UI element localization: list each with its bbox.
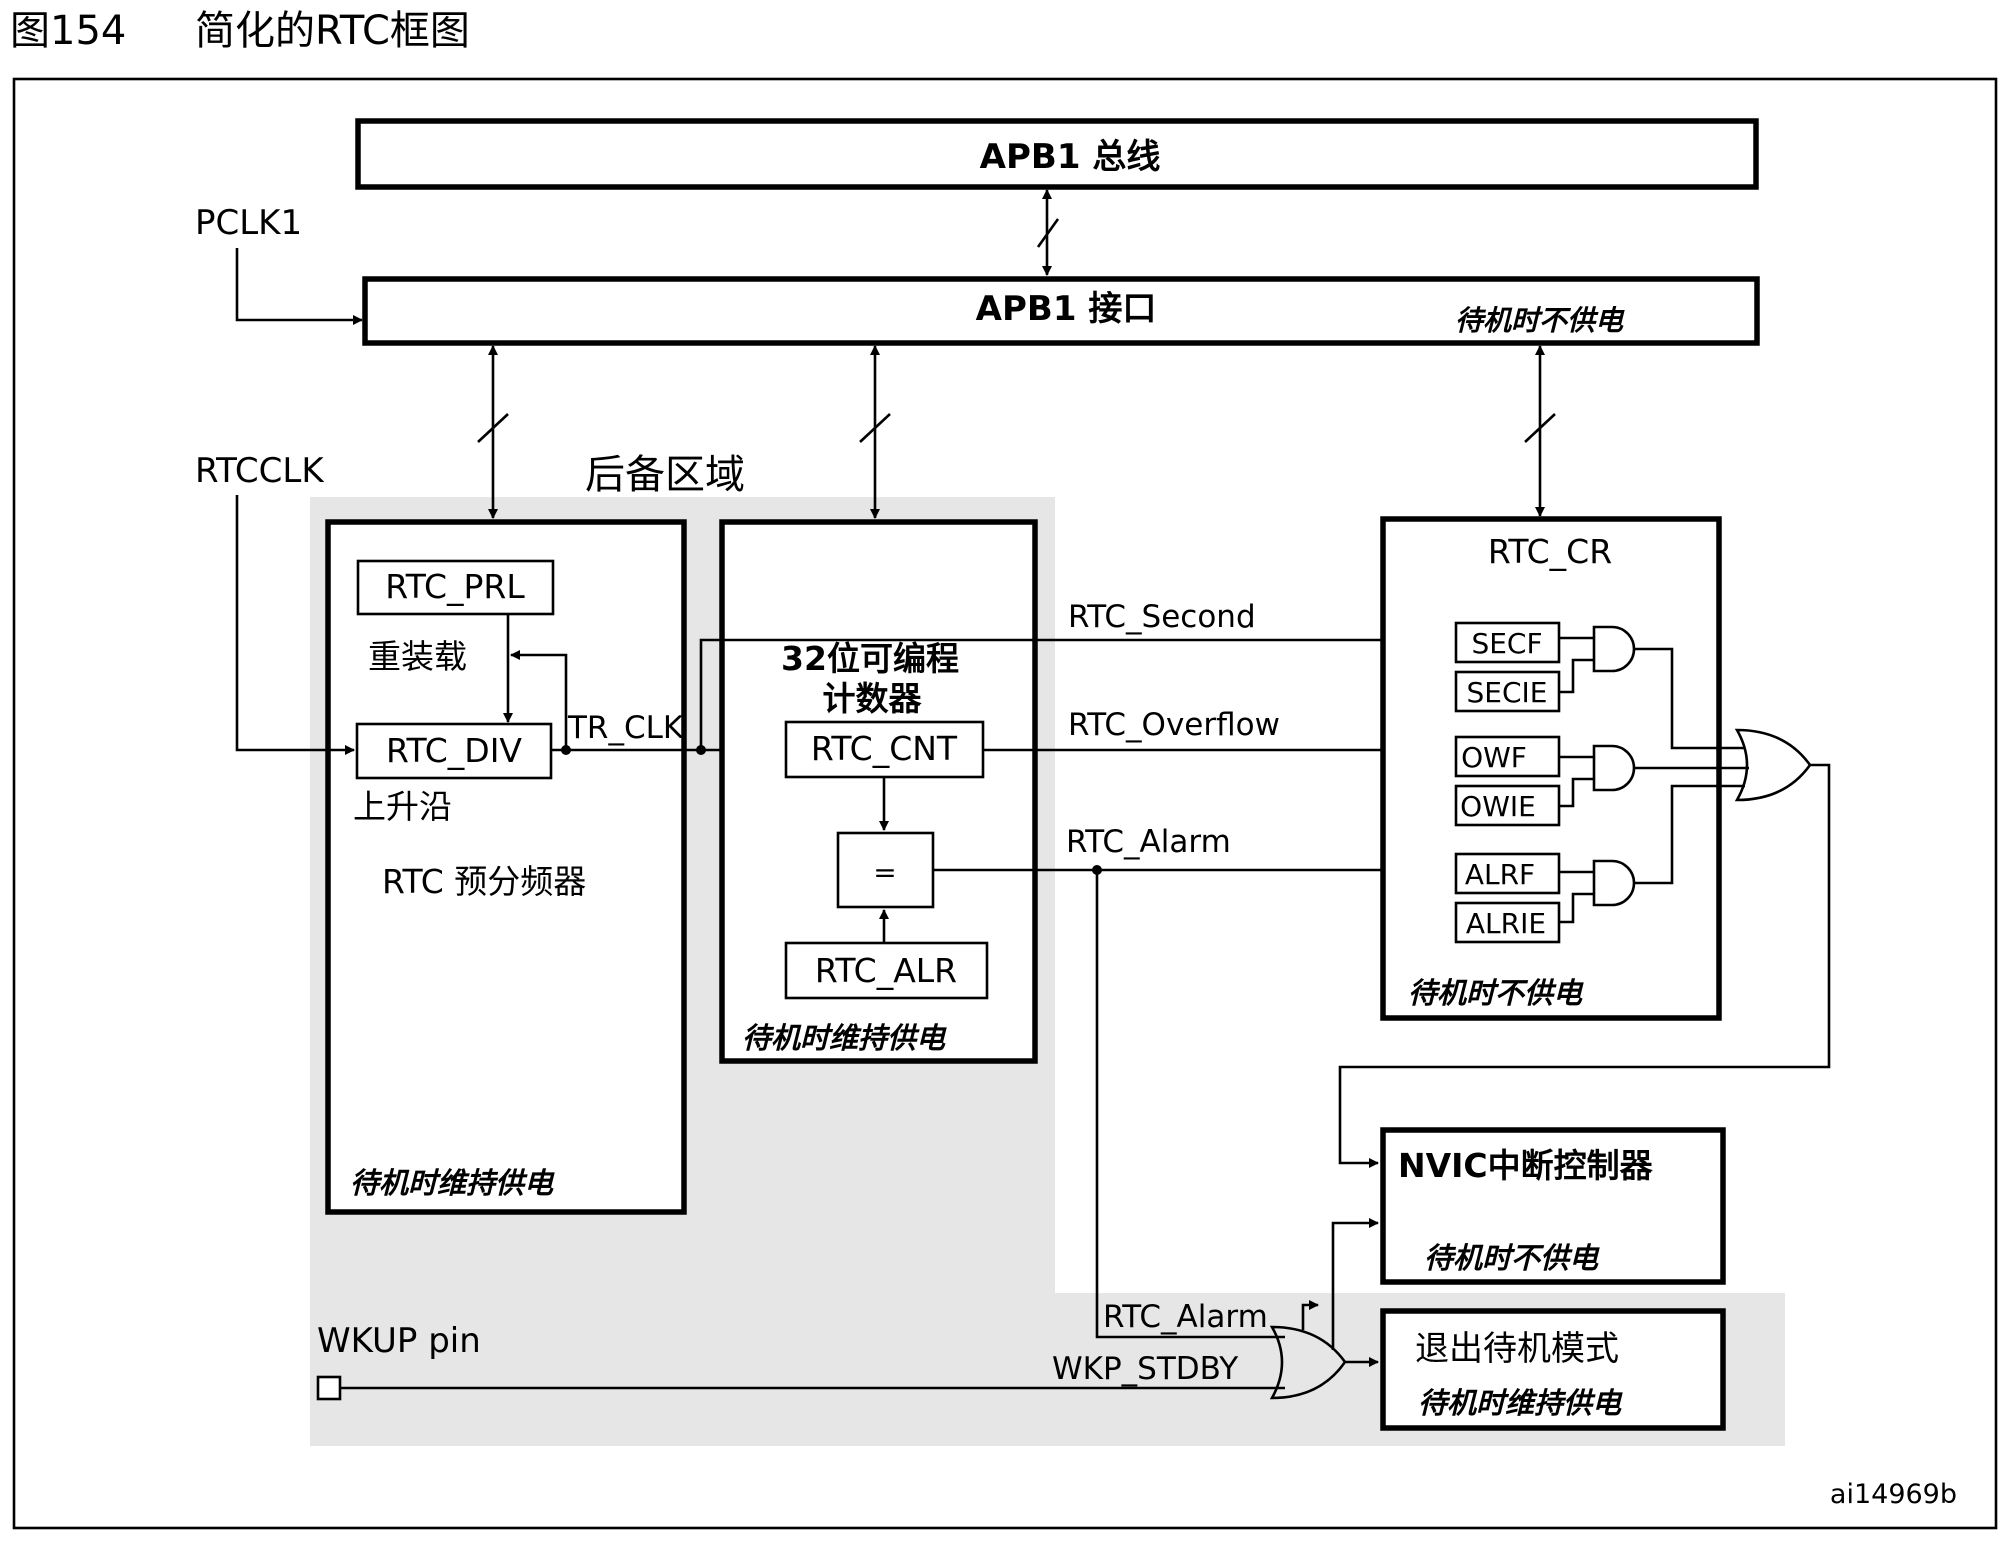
wake-to-nvic — [1331, 1218, 1379, 1350]
rtc-div-label: RTC_DIV — [386, 731, 522, 770]
rtc-div-register — [355, 722, 553, 780]
or-gate-wakeup — [1269, 1325, 1347, 1400]
exit-standby-label: 退出待机模式 — [1415, 1329, 1619, 1369]
apb1-interface — [362, 276, 1760, 346]
figure-frame — [12, 77, 1998, 1530]
rtc-prl-label: RTC_PRL — [385, 567, 525, 606]
pclk1-label: PCLK1 — [195, 203, 302, 243]
rtc-alr-register — [784, 941, 989, 1000]
apb1-bus-label: APB1 总线 — [980, 137, 1161, 177]
wkup-pin — [316, 1375, 342, 1401]
alrie-to-and — [1559, 892, 1594, 924]
rtc-cnt-label: RTC_CNT — [811, 729, 958, 768]
tr-clk-node — [561, 745, 571, 755]
apb1-interface-label: APB1 接口 — [976, 289, 1157, 329]
rtc-alarm-2-label: RTC_Alarm — [1103, 1299, 1268, 1335]
nvic-block — [1380, 1127, 1726, 1285]
link-rtc-cr-slash — [1524, 413, 1556, 443]
wake-branch-arrow — [1301, 1300, 1319, 1330]
and-gate-overflow — [1592, 744, 1636, 792]
compare-box — [836, 831, 935, 909]
compare-label: = — [873, 856, 896, 889]
secie-label: SECIE — [1467, 676, 1548, 709]
owf-label: OWF — [1461, 741, 1527, 774]
secf-label: SECF — [1471, 627, 1542, 660]
nvic-note: 待机时不供电 — [1424, 1241, 1600, 1275]
counter-title-2: 计数器 — [823, 679, 923, 718]
rtc-cr-label: RTC_CR — [1488, 532, 1612, 571]
nvic-label: NVIC中断控制器 — [1398, 1146, 1654, 1185]
rtc-overflow-label: RTC_Overflow — [1068, 707, 1280, 743]
alrie-label: ALRIE — [1466, 907, 1546, 940]
secie-bit — [1454, 670, 1561, 713]
rtc-cr-note: 待机时不供电 — [1408, 976, 1584, 1010]
counter-note: 待机时维持供电 — [742, 1021, 947, 1055]
figure-number: 图154 — [10, 8, 126, 54]
rtc-second-wire — [699, 635, 1453, 750]
tr-clk-feedback — [510, 650, 568, 748]
link-prescaler-slash — [477, 413, 509, 443]
prescaler-title: RTC 预分频器 — [382, 862, 586, 901]
and-gate-second — [1592, 625, 1636, 673]
wkup-pin-label: WKUP pin — [317, 1321, 481, 1361]
apb1-interface-note: 待机时不供电 — [1455, 304, 1625, 337]
owie-bit — [1454, 784, 1561, 827]
pclk1-wire — [235, 248, 363, 325]
rtcclk-wire — [235, 495, 355, 755]
owf-bit — [1454, 735, 1561, 778]
and-alarm-to-or — [1634, 784, 1745, 885]
reload-label: 重装载 — [368, 637, 467, 676]
alrf-bit — [1454, 852, 1561, 895]
figure-id-code: ai14969b — [1830, 1479, 1957, 1510]
wkp-stdby-label: WKP_STDBY — [1052, 1351, 1238, 1387]
backup-domain-label: 后备区域 — [585, 452, 745, 498]
exit-standby-note: 待机时维持供电 — [1418, 1386, 1623, 1420]
alrie-bit — [1454, 901, 1561, 944]
figure-title: 简化的RTC框图 — [195, 8, 470, 54]
prescaler-block — [325, 519, 687, 1215]
rtc-alarm-label: RTC_Alarm — [1066, 824, 1231, 860]
owie-to-and — [1559, 777, 1594, 808]
secf-bit — [1454, 621, 1561, 664]
rtc-second-label: RTC_Second — [1068, 599, 1256, 635]
owie-label: OWIE — [1460, 790, 1536, 823]
counter-title-1: 32位可编程 — [781, 639, 959, 678]
exit-standby-block — [1380, 1308, 1726, 1431]
and-gate-alarm — [1592, 859, 1636, 907]
alrf-label: ALRF — [1465, 858, 1535, 891]
or-gate-interrupt — [1734, 728, 1812, 802]
rising-edge-label: 上升沿 — [353, 787, 452, 826]
and-second-to-or — [1634, 647, 1745, 750]
interrupt-wire — [1338, 763, 1831, 1168]
tr-clk-label: TR_CLK — [567, 710, 684, 746]
rtc-alarm-wakeup-wire — [1095, 870, 1285, 1339]
bus-link-slash — [1036, 218, 1060, 248]
link-counter-slash — [859, 413, 891, 443]
rtc-alr-label: RTC_ALR — [815, 951, 957, 990]
rtc-cnt-register — [784, 720, 985, 779]
prescaler-note: 待机时维持供电 — [350, 1166, 555, 1200]
secie-to-and — [1559, 658, 1594, 694]
rtcclk-label: RTCCLK — [195, 451, 325, 491]
rtc-prl-register — [356, 559, 555, 616]
apb1-bus — [355, 118, 1759, 190]
